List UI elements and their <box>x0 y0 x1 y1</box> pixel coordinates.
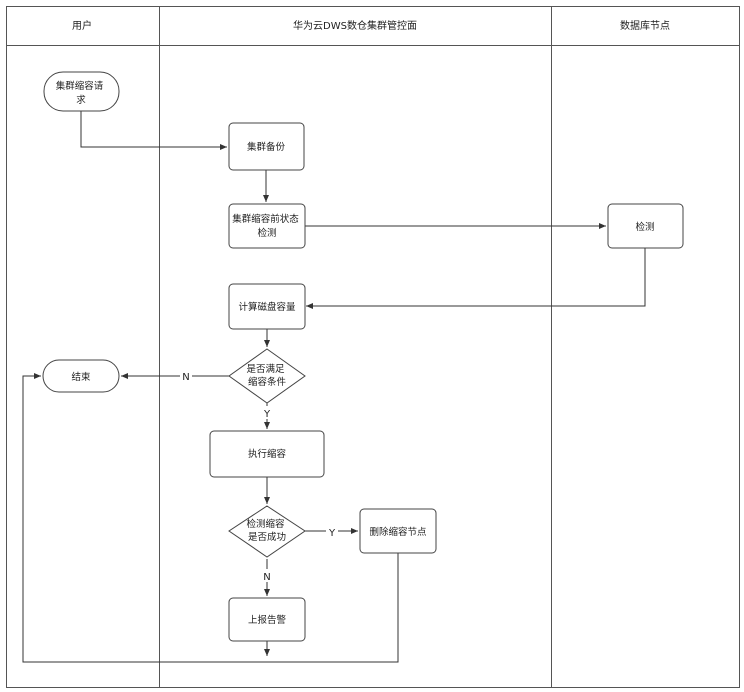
node-calc-disk: 计算磁盘容量 <box>228 283 306 330</box>
node-report-alarm-label: 上报告警 <box>248 614 287 626</box>
lane-title-control-plane: 华为云DWS数仓集群管控面 <box>293 19 417 32</box>
edge-labels: N Y Y N <box>180 369 338 583</box>
edge-label-cond2-no: N <box>263 572 270 583</box>
lane-title-user: 用户 <box>72 19 92 32</box>
node-execute-scale-in: 执行缩容 <box>209 430 325 478</box>
node-decision-condition-label: 是否满足 缩容条件 <box>246 364 287 388</box>
node-end-label: 结束 <box>71 371 91 383</box>
node-precheck: 集群缩容前状态 检测 <box>228 203 306 249</box>
node-report-alarm: 上报告警 <box>228 597 306 642</box>
node-start-terminal: 集群缩容请 求 <box>43 71 120 112</box>
node-delete-scaled-nodes-label: 删除缩容节点 <box>369 526 427 538</box>
edge-label-cond1-no: N <box>182 372 189 383</box>
node-execute-scale-in-label: 执行缩容 <box>248 448 287 460</box>
edge-label-cond1-yes: Y <box>263 409 271 420</box>
node-calc-disk-label: 计算磁盘容量 <box>238 301 296 313</box>
edge-delete-to-merge <box>268 553 399 663</box>
edge-start-to-backup <box>80 111 227 150</box>
node-end-terminal: 结束 <box>42 359 120 393</box>
node-precheck-label: 集群缩容前状态 检测 <box>232 213 302 239</box>
node-decision-condition: 是否满足 缩容条件 <box>228 348 306 404</box>
node-cluster-backup-label: 集群备份 <box>247 141 286 153</box>
edge-merge-to-end <box>22 373 268 663</box>
edge-detect-to-calc <box>306 248 646 309</box>
swimlane-grid <box>6 6 740 688</box>
node-detect: 检测 <box>607 203 684 249</box>
node-detect-label: 检测 <box>635 221 654 233</box>
node-decision-success: 检测缩容 是否成功 <box>228 505 306 558</box>
node-delete-scaled-nodes: 删除缩容节点 <box>359 508 437 554</box>
edge-label-cond2-yes: Y <box>328 528 336 539</box>
node-start-label: 集群缩容请 求 <box>56 80 107 106</box>
node-cluster-backup: 集群备份 <box>228 122 305 171</box>
node-decision-success-label: 检测缩容 是否成功 <box>246 518 287 543</box>
lane-title-db-node: 数据库节点 <box>620 19 670 32</box>
